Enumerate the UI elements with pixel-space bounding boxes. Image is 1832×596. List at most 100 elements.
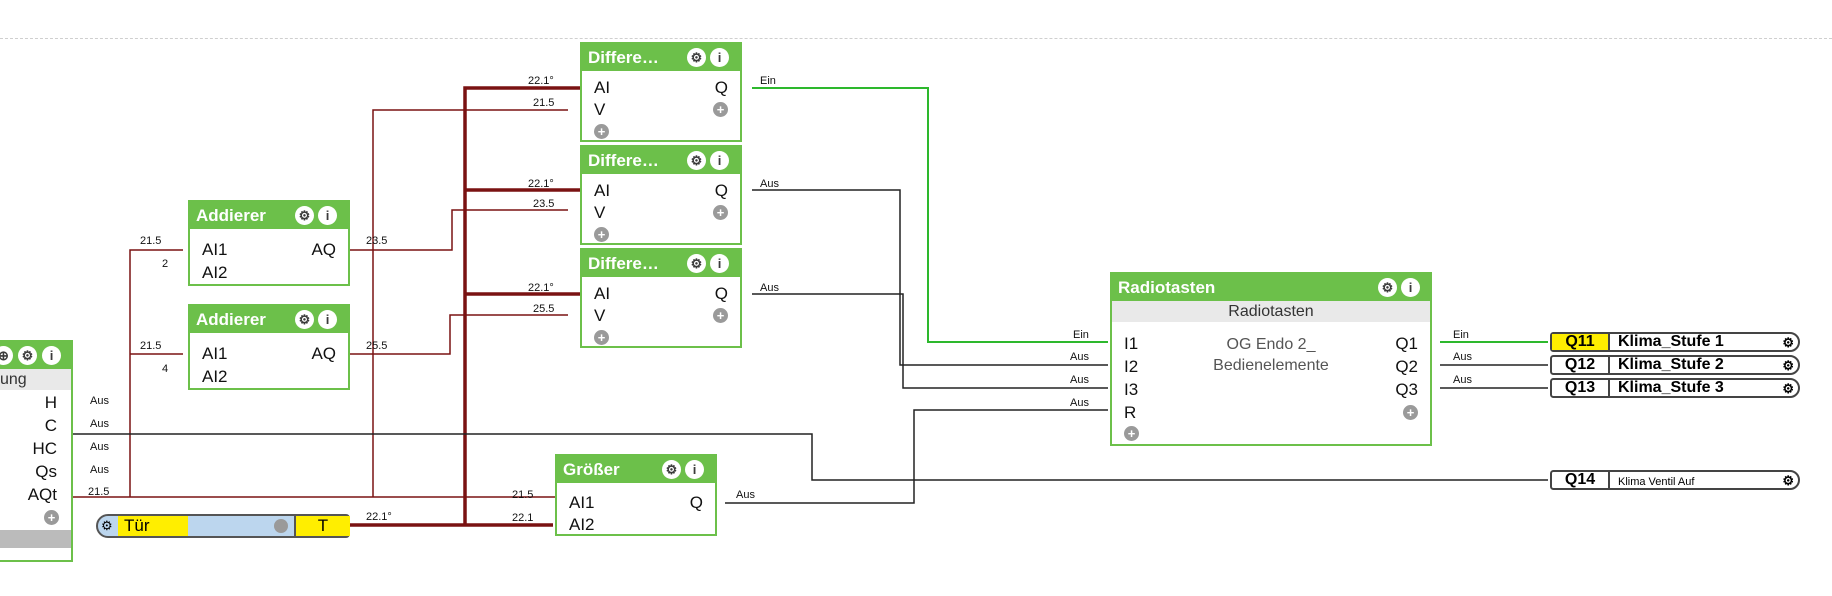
wire-label: Aus (1070, 374, 1089, 386)
input-pin-ai2[interactable]: AI2 (202, 263, 228, 282)
add-output-icon[interactable]: + (44, 510, 59, 525)
gear-icon[interactable]: ⚙ (295, 310, 314, 329)
wire-label: 4 (162, 363, 169, 375)
block-addierer-1[interactable]: Addierer ⚙ i AI1 AI2 AQ (188, 200, 350, 286)
add-output-icon[interactable]: + (1403, 405, 1418, 420)
input-pin-i1[interactable]: I1 (1124, 334, 1139, 353)
input-pin-v[interactable]: V (594, 100, 606, 119)
output-q11[interactable]: Q11 Klima_Stufe 1 ⚙ (1550, 332, 1800, 352)
gear-icon[interactable]: ⚙ (687, 48, 706, 67)
block-addierer-2[interactable]: Addierer ⚙ i AI1 AI2 AQ (188, 304, 350, 390)
output-pin-q[interactable]: Q (714, 181, 728, 200)
output-address: Q12 (1552, 357, 1610, 373)
output-address: Q13 (1552, 380, 1610, 396)
block-groesser[interactable]: Größer ⚙ i AI1 AI2 Q (555, 454, 717, 536)
input-pin-ai2[interactable]: AI2 (569, 515, 595, 534)
output-q14[interactable]: Q14 Klima Ventil Auf ⚙ (1550, 470, 1800, 490)
gear-icon[interactable]: ⚙ (1782, 473, 1794, 488)
gear-icon[interactable]: ⚙ (1782, 381, 1794, 396)
output-pin-q[interactable]: Q (714, 284, 728, 303)
info-icon[interactable]: i (710, 48, 729, 67)
block-subtitle: Radiotasten (1112, 301, 1430, 322)
output-pin-aq[interactable]: AQ (311, 344, 336, 363)
input-pin-ai1[interactable]: AI1 (202, 240, 228, 259)
input-pin-ai1[interactable]: AI1 (569, 493, 595, 512)
sensor-tuer[interactable]: ⚙ Tür T (96, 514, 350, 538)
input-pin-ai2[interactable]: AI2 (202, 367, 228, 386)
add-output-icon[interactable]: + (713, 205, 728, 220)
output-pin-q[interactable]: Q (689, 493, 703, 512)
add-output-icon[interactable]: + (713, 102, 728, 117)
wire-label: 22.1° (528, 282, 554, 294)
add-output-icon[interactable]: + (713, 308, 728, 323)
output-pin-qs[interactable]: Qs (35, 462, 57, 481)
gear-icon[interactable]: ⚙ (1378, 278, 1397, 297)
info-icon[interactable]: i (42, 346, 61, 365)
input-pin-ai[interactable]: AI (594, 78, 611, 97)
canvas-frame (0, 38, 1832, 40)
info-icon[interactable]: i (685, 460, 704, 479)
wire-label: Aus (90, 464, 109, 476)
add-input-icon[interactable]: + (594, 330, 609, 345)
wire-label: 2 (162, 258, 169, 270)
block-differenz-1[interactable]: Differe… ⚙ i AI V Q + + (580, 42, 742, 142)
input-pin-i3[interactable]: I3 (1124, 380, 1139, 399)
info-icon[interactable]: i (710, 151, 729, 170)
info-icon[interactable]: i (710, 254, 729, 273)
info-icon[interactable]: i (318, 206, 337, 225)
wire-label: 22.1° (528, 75, 554, 87)
block-subtitle: ung (0, 369, 71, 390)
gear-icon[interactable]: ⚙ (101, 518, 113, 533)
gear-icon[interactable]: ⚙ (1782, 358, 1794, 373)
gear-icon[interactable]: ⚙ (1782, 335, 1794, 350)
gear-icon[interactable]: ⚙ (662, 460, 681, 479)
gear-icon[interactable]: ⚙ (18, 346, 37, 365)
info-icon[interactable]: i (1401, 278, 1420, 297)
wire-diff3-i3 (752, 293, 1108, 389)
output-pin-aq[interactable]: AQ (311, 240, 336, 259)
input-pin-ai[interactable]: AI (594, 284, 611, 303)
block-footer (0, 530, 71, 548)
input-pin-ai1[interactable]: AI1 (202, 344, 228, 363)
wire-label: 25.5 (366, 340, 388, 352)
output-address: Q11 (1552, 334, 1610, 350)
wire-temperature-bus (350, 86, 582, 527)
wire-diff2-i2 (752, 189, 1108, 366)
gear-icon[interactable]: ⚙ (687, 254, 706, 273)
input-pin-i2[interactable]: I2 (1124, 357, 1139, 376)
output-address: Q14 (1552, 472, 1610, 488)
output-pin-q[interactable]: Q (714, 78, 728, 97)
output-pin-q3[interactable]: Q3 (1395, 380, 1418, 399)
output-pin-q1[interactable]: Q1 (1395, 334, 1418, 353)
sensor-channel: T (294, 516, 350, 536)
add-input-icon[interactable]: + (594, 124, 609, 139)
add-input-icon[interactable]: + (1124, 426, 1139, 441)
input-pin-v[interactable]: V (594, 203, 606, 222)
input-pin-ai[interactable]: AI (594, 181, 611, 200)
output-pin-aqt[interactable]: AQt (27, 485, 57, 504)
output-pin-h[interactable]: H (44, 393, 57, 412)
add-icon[interactable]: ⊕ (0, 346, 13, 365)
output-q13[interactable]: Q13 Klima_Stufe 3 ⚙ (1550, 378, 1800, 398)
output-pin-q2[interactable]: Q2 (1395, 357, 1418, 376)
block-left-partial[interactable]: ⊕ ⚙ i ung H C HC Qs AQt + (0, 340, 73, 562)
output-pin-c[interactable]: C (44, 416, 57, 435)
info-icon[interactable]: i (318, 310, 337, 329)
output-q12[interactable]: Q12 Klima_Stufe 2 ⚙ (1550, 355, 1800, 375)
input-pin-v[interactable]: V (594, 306, 606, 325)
wire-label: Aus (1070, 351, 1089, 363)
add-input-icon[interactable]: + (594, 227, 609, 242)
block-description-line2: Bedienelemente (1213, 357, 1329, 374)
wire-label: Aus (760, 178, 779, 190)
block-radiotasten[interactable]: Radiotasten ⚙ i Radiotasten I1 I2 I3 R O… (1110, 272, 1432, 446)
block-differenz-3[interactable]: Differe… ⚙ i AI V Q + + (580, 248, 742, 348)
gear-icon[interactable]: ⚙ (295, 206, 314, 225)
block-differenz-2[interactable]: Differe… ⚙ i AI V Q + + (580, 145, 742, 245)
gear-icon[interactable]: ⚙ (687, 151, 706, 170)
wire-label: 22.1 (512, 512, 534, 524)
link-icon[interactable] (274, 519, 288, 533)
wire-label: 21.5 (140, 235, 162, 247)
wire-c-q14 (68, 433, 1548, 481)
output-pin-hc[interactable]: HC (32, 439, 57, 458)
input-pin-r[interactable]: R (1124, 403, 1137, 422)
